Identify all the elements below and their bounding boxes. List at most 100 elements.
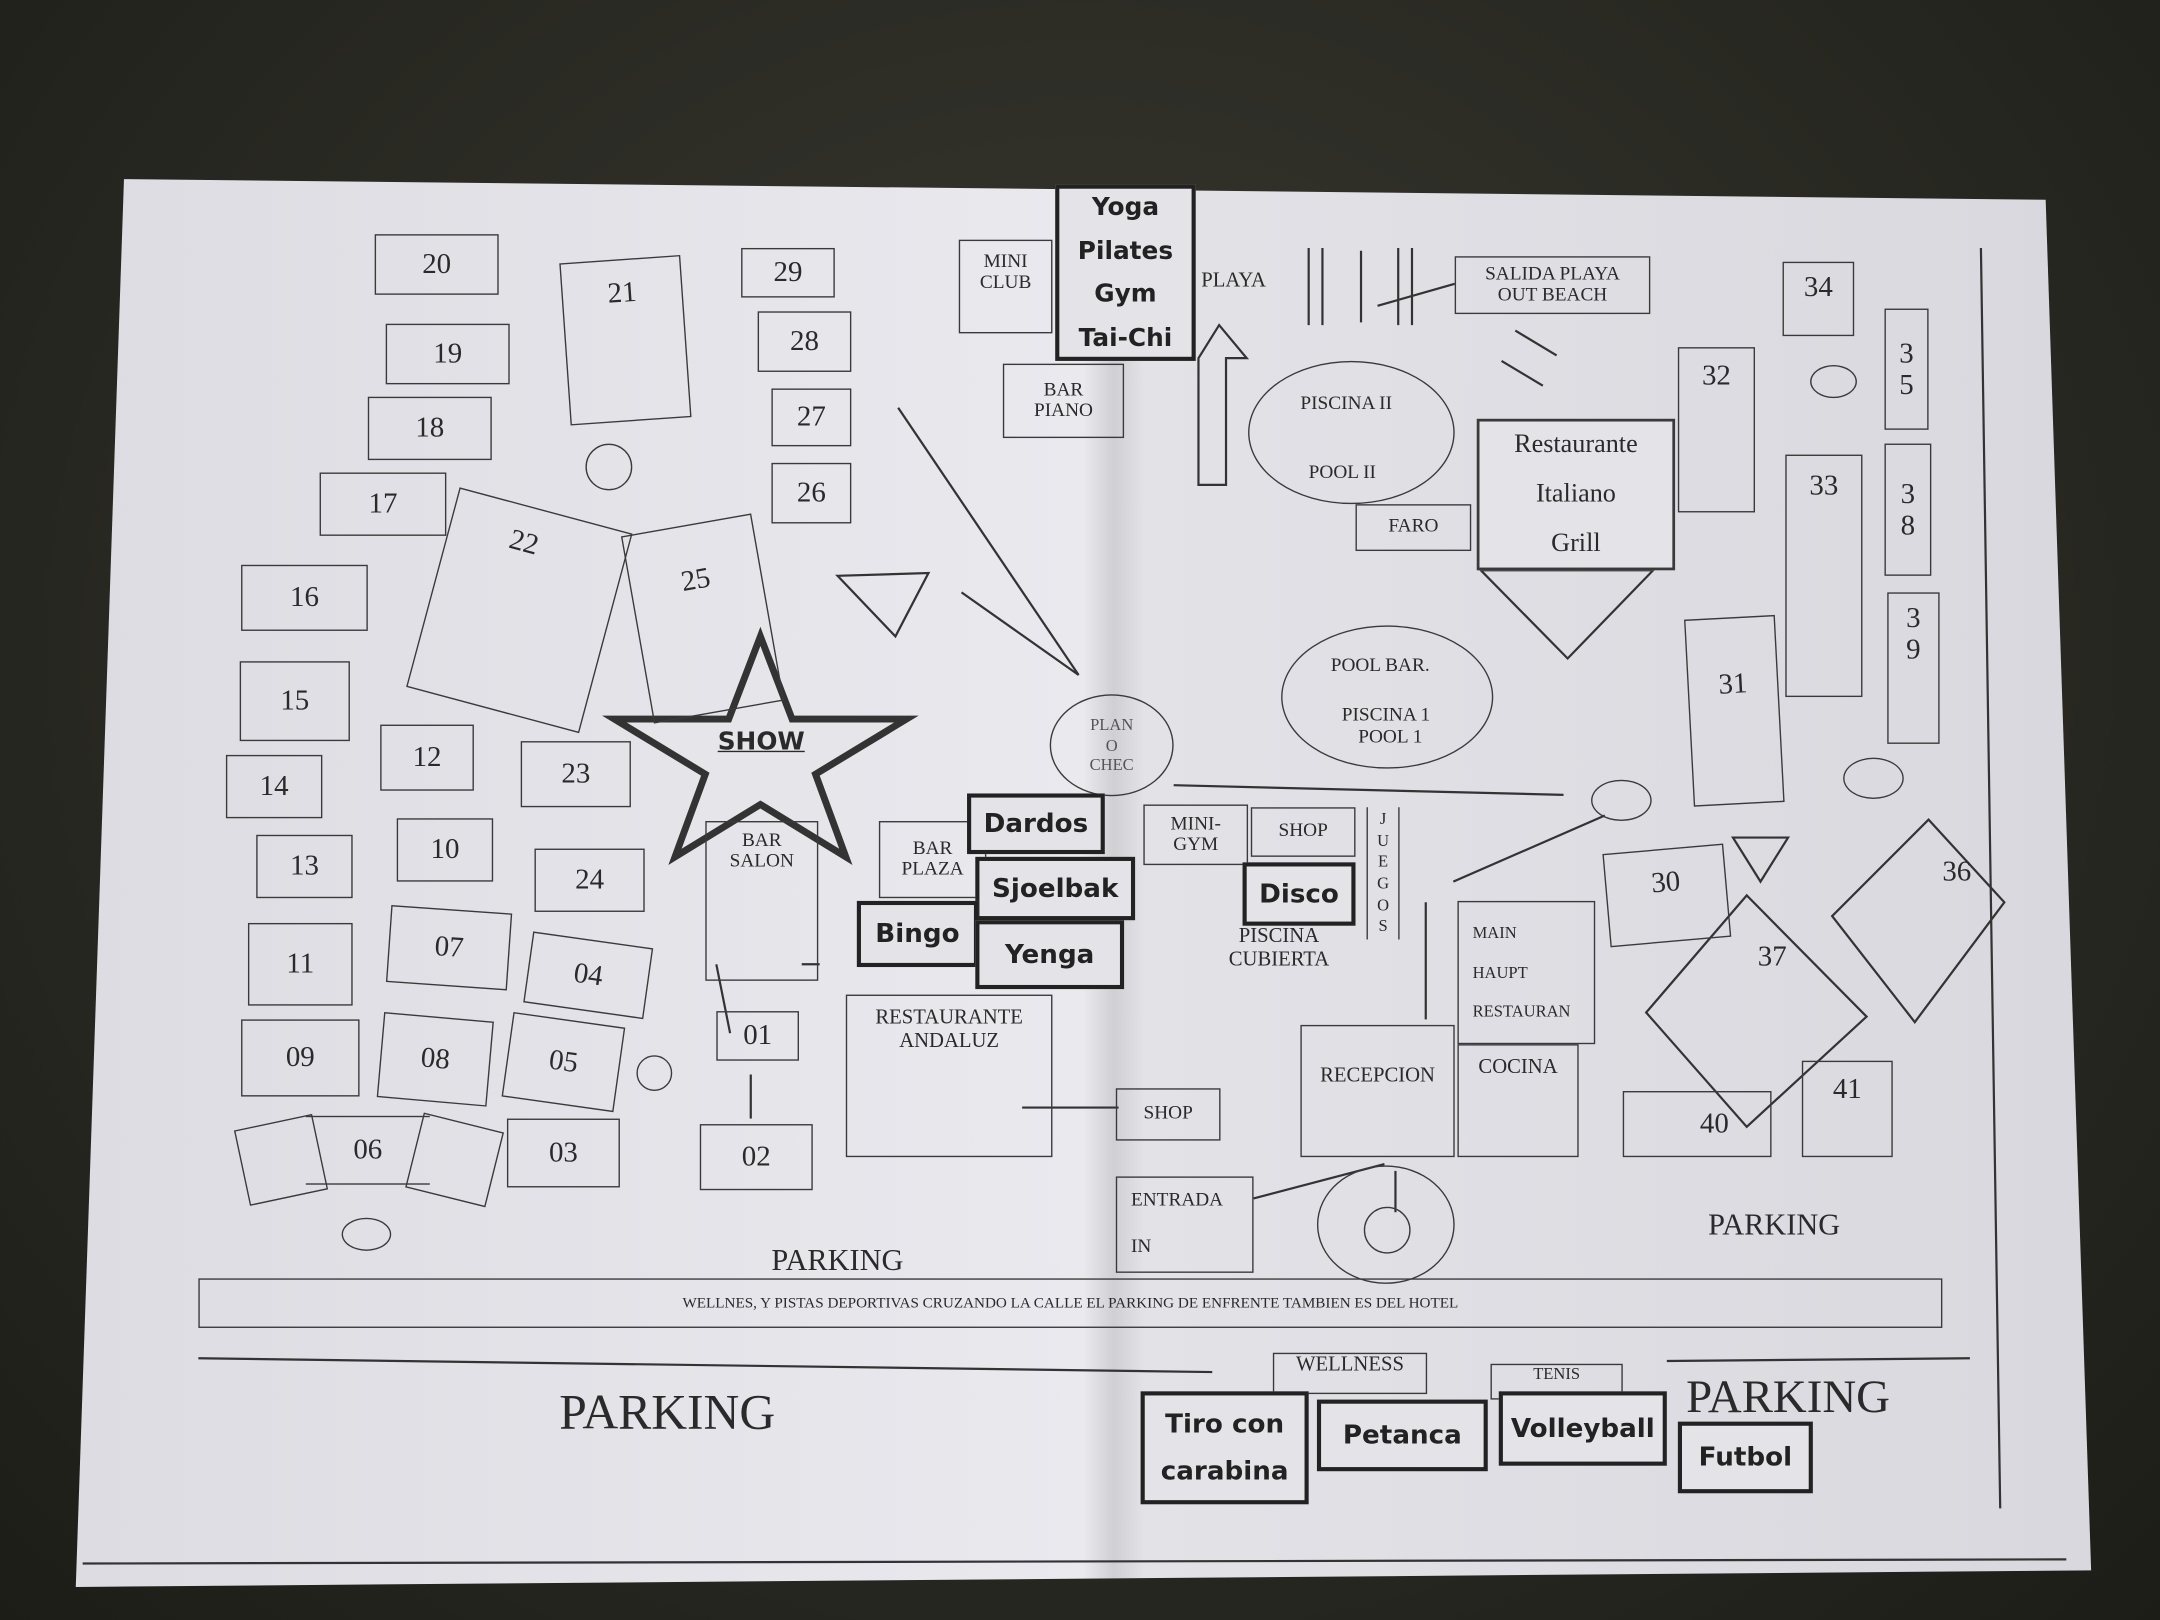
room-36[interactable]: 36 [1942, 854, 1972, 888]
room-05[interactable]: 05 [501, 1011, 626, 1113]
room-13[interactable]: 13 [256, 834, 353, 899]
yoga-label: Yoga [1091, 192, 1160, 222]
yenga[interactable]: Yenga [975, 920, 1125, 990]
chec-label: CHEC [1089, 755, 1134, 775]
room-09[interactable]: 09 [241, 1019, 360, 1097]
room-29[interactable]: 29 [741, 247, 835, 298]
faro[interactable]: FARO [1355, 504, 1472, 552]
room-38[interactable]: 38 [1884, 443, 1932, 576]
restauran-label: RESTAURAN [1472, 1002, 1571, 1022]
room-20[interactable]: 20 [374, 234, 499, 295]
main-restaurant[interactable]: MAIN HAUPT RESTAURAN [1457, 900, 1596, 1045]
room-07[interactable]: 07 [385, 905, 513, 991]
wellness[interactable]: WELLNESS [1272, 1352, 1428, 1395]
sjoelbak[interactable]: Sjoelbak [975, 856, 1136, 921]
room-27[interactable]: 27 [771, 388, 852, 447]
entrada[interactable]: ENTRADA IN [1115, 1176, 1254, 1273]
parking-label: PARKING [1708, 1206, 1841, 1242]
path-arrows [82, 247, 2067, 1565]
parking-label: PARKING [1686, 1372, 1891, 1424]
room-19[interactable]: 19 [385, 323, 510, 385]
restaurante-label: Restaurante [1514, 429, 1638, 459]
room-17[interactable]: 17 [319, 472, 447, 536]
room-10[interactable]: 10 [396, 818, 494, 882]
mini-gym[interactable]: MINI- GYM [1143, 804, 1249, 866]
dardos[interactable]: Dardos [967, 793, 1105, 855]
disco[interactable]: Disco [1242, 862, 1356, 926]
shop[interactable]: SHOP [1250, 807, 1356, 857]
room-15[interactable]: 15 [239, 661, 350, 742]
cubierta-label: CUBIERTA [1228, 948, 1330, 971]
room-34[interactable]: 34 [1782, 261, 1855, 337]
room-01[interactable]: 01 [716, 1011, 799, 1061]
room-33[interactable]: 33 [1785, 454, 1863, 698]
carabina-label: carabina [1160, 1456, 1289, 1487]
room-16[interactable]: 16 [241, 564, 368, 631]
room-08[interactable]: 08 [376, 1011, 494, 1107]
salida-playa[interactable]: SALIDA PLAYA OUT BEACH [1454, 256, 1651, 315]
shop-entrance[interactable]: SHOP [1115, 1088, 1221, 1141]
room-21[interactable]: 21 [559, 254, 692, 426]
plan-o-chec[interactable]: PLAN O CHEC [1049, 694, 1174, 797]
room-12[interactable]: 12 [380, 724, 474, 791]
room-26[interactable]: 26 [771, 462, 852, 524]
cocina[interactable]: COCINA [1457, 1044, 1579, 1158]
piscina-cubierta[interactable]: PISCINA CUBIERTA [1229, 926, 1329, 971]
grill-label: Grill [1551, 529, 1601, 558]
parking-label: PARKING [559, 1384, 776, 1440]
circle-marker [341, 1217, 392, 1251]
piscina-1-label: PISCINA 1 [1341, 705, 1431, 726]
mini-gym-label: GYM [1173, 834, 1219, 856]
circle-marker [1810, 365, 1857, 399]
bingo[interactable]: Bingo [856, 900, 979, 968]
room-18[interactable]: 18 [367, 396, 492, 461]
haupt-label: HAUPT [1472, 962, 1528, 982]
room-30[interactable]: 30 [1602, 843, 1732, 948]
pool-bar-piscina-1[interactable] [1281, 625, 1494, 769]
room-37[interactable]: 37 [1757, 939, 1787, 973]
room-32[interactable]: 32 [1677, 347, 1755, 513]
room-39[interactable]: 39 [1887, 592, 1940, 744]
piscina-ii-label: PISCINA II [1300, 393, 1393, 415]
plan-label: PLAN [1090, 715, 1134, 735]
tiro-label: Tiro con [1165, 1408, 1285, 1440]
room-35[interactable]: 35 [1884, 308, 1929, 430]
room-06[interactable]: 06 [305, 1115, 430, 1185]
room-28[interactable]: 28 [757, 311, 852, 372]
bar-plaza-label: PLAZA [901, 859, 964, 881]
room-24[interactable]: 24 [534, 848, 645, 912]
futbol[interactable]: Futbol [1677, 1421, 1813, 1494]
room-14[interactable]: 14 [225, 754, 323, 819]
mini-club[interactable]: MINI CLUB [958, 239, 1053, 334]
room-41[interactable]: 41 [1801, 1060, 1893, 1158]
yoga-pilates-gym-taichi[interactable]: Yoga Pilates Gym Tai-Chi [1055, 184, 1196, 361]
room-31[interactable]: 31 [1684, 614, 1785, 807]
restaurante-andaluz[interactable]: RESTAURANTE ANDALUZ [845, 994, 1053, 1158]
juegos[interactable]: JUEGOS [1366, 807, 1400, 940]
room-02[interactable]: 02 [699, 1124, 813, 1191]
bar-salon-label: SALON [729, 851, 794, 873]
room-23[interactable]: 23 [520, 741, 631, 808]
restaurante-italiano-grill[interactable]: Restaurante Italiano Grill [1476, 418, 1676, 571]
room-40[interactable]: 40 [1622, 1091, 1772, 1158]
gym-label: Gym [1094, 279, 1157, 309]
show-star [602, 626, 919, 865]
recepcion[interactable]: RECEPCION [1300, 1024, 1455, 1158]
bar-salon[interactable]: BAR SALON [705, 821, 819, 981]
show-label[interactable]: SHOW [717, 727, 805, 757]
tiro-con-carabina[interactable]: Tiro con carabina [1140, 1391, 1309, 1505]
piscina-label: PISCINA [1238, 925, 1320, 948]
bar-piano[interactable]: BAR PIANO [1002, 363, 1125, 439]
bar-piano-label: PIANO [1034, 400, 1093, 422]
andaluz-label: ANDALUZ [899, 1029, 1000, 1052]
bar-plaza-label: BAR [912, 838, 953, 860]
mini-gym-label: MINI- [1170, 813, 1221, 835]
room-03[interactable]: 03 [506, 1118, 620, 1188]
piscina-ii[interactable] [1248, 360, 1455, 505]
pool-bar-label: POOL BAR. [1330, 655, 1430, 677]
mini-club-label: MINI [983, 252, 1028, 273]
room-11[interactable]: 11 [247, 922, 353, 1006]
petanca[interactable]: Petanca [1316, 1399, 1488, 1472]
volleyball[interactable]: Volleyball [1498, 1391, 1667, 1466]
